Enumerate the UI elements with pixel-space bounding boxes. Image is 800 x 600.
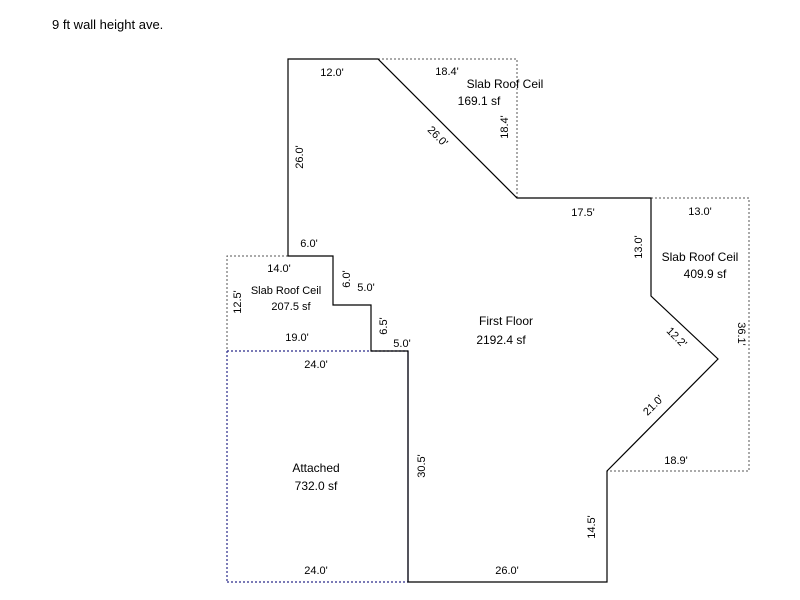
dim-vert-6: 6.0' xyxy=(341,270,353,287)
dim-vert-14-5: 14.5' xyxy=(586,515,598,539)
dim-right-18-9: 18.9' xyxy=(664,455,688,467)
first-floor-area: 2192.4 sf xyxy=(476,333,526,347)
dim-vert-30-5: 30.5' xyxy=(416,454,428,478)
dim-h-5: 5.0' xyxy=(357,282,374,294)
dim-left-12-5: 12.5' xyxy=(232,290,244,314)
dim-att-top-24: 24.0' xyxy=(304,359,328,371)
slab-right-area: 409.9 sf xyxy=(684,267,727,281)
dim-att-bot-24: 24.0' xyxy=(304,565,328,577)
slab-left-name: Slab Roof Ceil xyxy=(251,285,321,297)
slab-left-area: 207.5 sf xyxy=(271,301,311,313)
dim-left-26: 26.0' xyxy=(294,145,306,169)
slab-left-outline xyxy=(226,255,288,351)
dim-vert-6-5: 6.5' xyxy=(378,317,390,334)
dim-bot-26: 26.0' xyxy=(495,565,519,577)
attached-name: Attached xyxy=(292,461,339,475)
first-floor-name: First Floor xyxy=(479,314,533,328)
dim-left-6: 6.0' xyxy=(300,238,317,250)
dim-vert-18-4: 18.4' xyxy=(499,115,511,139)
dim-right-36-1: 36.1' xyxy=(735,322,747,346)
attached-area: 732.0 sf xyxy=(295,479,338,493)
dim-h-19: 19.0' xyxy=(285,332,309,344)
slab-right-name: Slab Roof Ceil xyxy=(662,250,739,264)
dim-left-14: 14.0' xyxy=(267,263,291,275)
dim-vert-13: 13.0' xyxy=(633,235,645,259)
dim-diag-12-2: 12.2' xyxy=(664,325,689,350)
first-floor-outline xyxy=(287,58,719,583)
dim-top-12: 12.0' xyxy=(320,67,344,79)
wall-height-note: 9 ft wall height ave. xyxy=(52,17,164,32)
slab-right-outline xyxy=(607,197,750,472)
dim-mid-17-5: 17.5' xyxy=(571,207,595,219)
slab-top-name: Slab Roof Ceil xyxy=(467,77,544,91)
slab-outlines xyxy=(226,58,750,472)
slab-top-area: 169.1 sf xyxy=(458,94,501,108)
dim-top-18-4: 18.4' xyxy=(435,66,459,78)
dim-right-top-13: 13.0' xyxy=(688,206,712,218)
dim-h-5b: 5.0' xyxy=(393,338,410,350)
